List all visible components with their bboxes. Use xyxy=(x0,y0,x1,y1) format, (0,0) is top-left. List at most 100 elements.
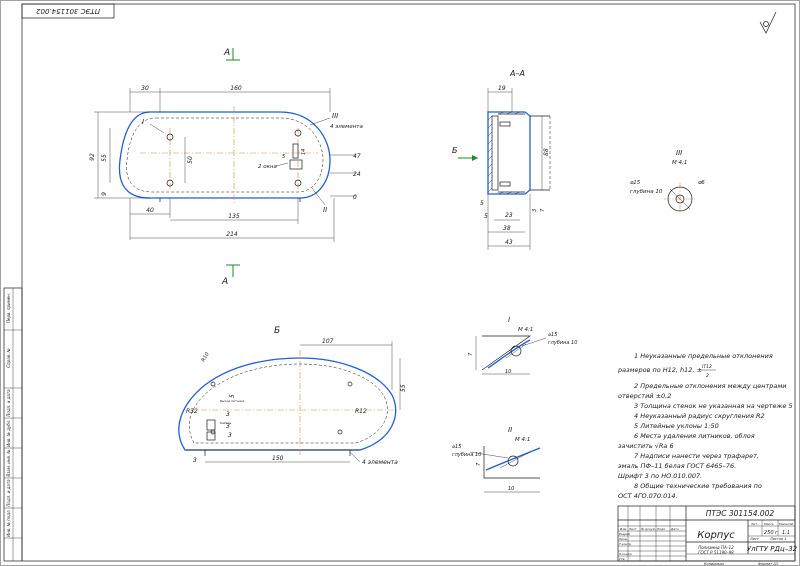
vb-dim-55: 55 xyxy=(400,384,407,392)
vb-dim-3d: 3 xyxy=(228,432,232,439)
sec-dim-23: 23 xyxy=(505,212,513,219)
vb-dim-3a: 3 xyxy=(193,457,197,464)
dim-24: 24 xyxy=(353,171,361,178)
detail-ii: II М 4:1 7 10 ⌀15 глубина 10 xyxy=(452,426,541,493)
section-a-a-title: А–А xyxy=(509,69,525,78)
dim-55: 55 xyxy=(101,154,108,162)
detail-iii-title: III xyxy=(676,149,682,157)
sec-dim-38: 38 xyxy=(503,225,511,232)
tb-designation: ПТЭС 301154.002 xyxy=(706,509,775,518)
note-frac-bottom: 2 xyxy=(706,373,709,379)
top-stamp: ПТЭС 301154.002 xyxy=(21,3,115,19)
tb-material-1: Полиамид ПА–12 xyxy=(698,545,734,550)
dim-50: 50 xyxy=(187,156,194,164)
sec-dim-5b: 5 xyxy=(484,213,488,220)
dim-92: 92 xyxy=(89,153,96,161)
tb-role-4: Н.контр. xyxy=(619,552,632,556)
note-line-2: размеров по H12, h12, ± xyxy=(617,366,702,374)
tb-role-3: Т.контр. xyxy=(619,542,632,546)
vb-dim-107: 107 xyxy=(322,338,334,345)
tb-mass: 250 г xyxy=(764,530,778,536)
tb-col-sign: Подп. xyxy=(657,527,666,531)
vb-note-b: Кабель xyxy=(220,421,232,425)
dim-30: 30 xyxy=(141,85,149,92)
tb-role-5: Утв. xyxy=(619,557,625,561)
note-line-10: 7 Надписи нанести через трафарет, xyxy=(634,452,759,460)
sec-dim-3: 3 xyxy=(532,209,538,212)
detail-ii-depth: глубина 10 xyxy=(452,452,481,458)
note-line-6: 4 Неуказанный радиус скругления R2 xyxy=(634,412,765,420)
vb-r32: R32 xyxy=(186,408,198,415)
note-line-1: 1 Неуказанные предельные отклонения xyxy=(634,352,773,360)
strip-label-5: Взам. инв. № xyxy=(6,449,11,476)
note-line-9: зачистить √Ra 6 xyxy=(618,442,674,450)
title-block: Изм. Лист № докум. Подп. Дата Разраб. Пр… xyxy=(617,505,798,566)
detail-i-depth: глубина 10 xyxy=(548,340,577,346)
strip-label-4: Инв. № дубл. xyxy=(6,419,11,446)
vb-dim-3b: 3 xyxy=(226,411,230,418)
vb-r10: R10 xyxy=(201,351,211,363)
detail-i-diam: ⌀15 xyxy=(548,332,557,338)
vb-r12: R12 xyxy=(355,408,367,415)
main-view: А А 30 160 92 55 5 xyxy=(89,48,363,287)
callout-i: I xyxy=(142,118,144,126)
technical-notes: 1 Неуказанные предельные отклонения разм… xyxy=(617,352,793,500)
dim-160: 160 xyxy=(230,85,242,92)
detail-i-dim-10: 10 xyxy=(505,369,511,375)
vb-dim-150: 150 xyxy=(272,455,284,462)
sec-dim-7: 7 xyxy=(540,208,546,212)
detail-i: I М 4:1 7 10 ⌀15 глубина 10 xyxy=(468,316,577,375)
tb-lit-header: Лит. xyxy=(750,522,758,526)
dim-5: 5 xyxy=(282,154,285,160)
detail-iii: III М 4:1 ⌀15 глубина 10 ⌀6 xyxy=(630,149,705,215)
tb-col-list: Лист xyxy=(628,527,637,531)
view-b-arrow-label: Б xyxy=(452,146,458,155)
vb-dim-3c: 3 xyxy=(226,423,230,430)
detail-iii-diam: ⌀15 xyxy=(630,180,641,186)
detail-i-dim-7: 7 xyxy=(468,352,474,356)
tb-name: Корпус xyxy=(697,530,735,541)
view-b: Б 107 55 R32 R12 R10 150 3 3 3 5 3 Выход… xyxy=(178,326,407,466)
detail-ii-diam: ⌀15 xyxy=(452,444,461,450)
note-line-13: 8 Общие технические требования по xyxy=(634,482,762,490)
strip-label-3: Подп. и дата xyxy=(6,389,11,417)
note-line-12: Шрифт 3 по НО.010.007. xyxy=(618,472,702,480)
tb-col-izm: Изм. xyxy=(620,527,627,531)
sec-dim-88: 88 xyxy=(543,148,550,156)
tb-material-2: ГОСТ Р 51190–98 xyxy=(698,550,734,555)
vb-dim-5: 5 xyxy=(229,394,236,398)
note-line-14: ОСТ 4ГО.070.014. xyxy=(618,492,678,500)
note-line-11: эмаль ПФ–11 белая ГОСТ 6465–76. xyxy=(618,462,736,470)
dim-47: 47 xyxy=(353,153,361,160)
section-mark-bottom: А xyxy=(221,277,228,287)
detail-i-title: I xyxy=(508,316,510,324)
tb-sheets: Листов 1 xyxy=(769,537,786,541)
tb-org: УлГТУ РДц–32 xyxy=(747,545,798,553)
strip-label-6: Подп. и дата xyxy=(6,479,11,507)
note-frac-top: IT12 xyxy=(702,364,712,370)
detail-iii-scale: М 4:1 xyxy=(672,160,687,166)
side-strip: Перв. примен. Справ. № Подп. и дата Инв.… xyxy=(3,287,23,562)
strip-label-2: Справ. № xyxy=(6,348,11,367)
dim-14: 14 xyxy=(301,149,307,155)
tb-copied: Копировал xyxy=(704,562,725,566)
section-a-a: А–А 19 xyxy=(452,69,551,250)
note-line-8: 6 Места удаления литников, облоя xyxy=(634,432,755,440)
tb-mass-header: Масса xyxy=(764,522,774,526)
note-line-3: 2 Предельные отклонения между центрами xyxy=(634,382,787,390)
vb-note-a: Выход питания xyxy=(220,399,244,403)
note-line-5: 3 Толщина стенок не указанная на чертеже… xyxy=(634,402,793,410)
callout-four-elements: 4 элемента xyxy=(330,124,363,130)
sec-dim-5a: 5 xyxy=(480,200,484,207)
tb-role-2: Пров. xyxy=(619,537,628,541)
note-line-4: отверстий ±0,2 xyxy=(618,392,671,400)
dim-214: 214 xyxy=(226,231,238,238)
note-line-7: 5 Литейные уклоны 1:50 xyxy=(634,422,719,430)
inner-frame xyxy=(21,3,796,562)
tb-scale: 1:1 xyxy=(782,530,790,536)
tb-col-doc: № докум. xyxy=(640,527,656,531)
detail-ii-dim-10: 10 xyxy=(508,486,514,492)
dim-9: 9 xyxy=(101,192,108,196)
